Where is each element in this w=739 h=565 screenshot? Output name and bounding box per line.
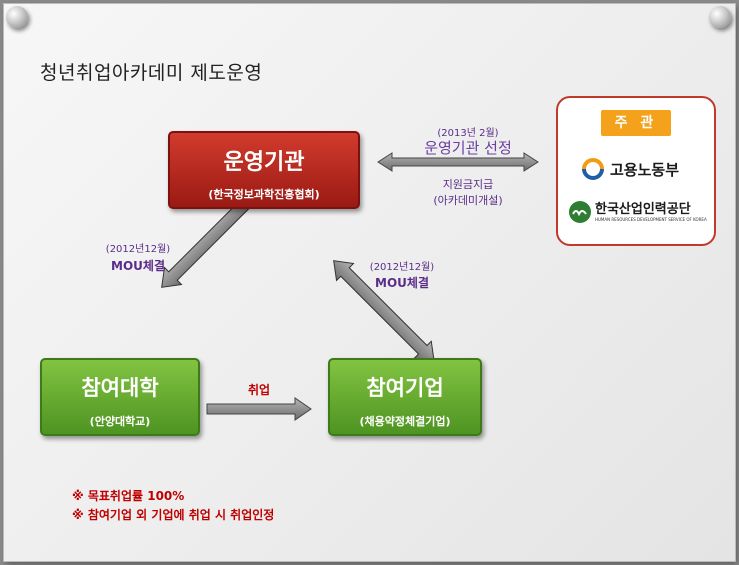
edge-top-label: 운영기관 선정 [424, 139, 512, 157]
university-org: (안양대학교) [89, 415, 151, 428]
edge-top-date: (2013년 2월) [437, 128, 499, 139]
edge-left-label: MOU체결 [111, 259, 165, 273]
double-arrow-operator-sponsor [377, 152, 539, 172]
note-line: ※ 목표취업률 100% [72, 489, 185, 503]
arrow-university-company [206, 397, 312, 421]
notes-block: ※ 목표취업률 100% ※ 참여기업 외 기업에 취업 시 취업인정 [72, 487, 274, 525]
note-line: ※ 참여기업 외 기업에 취업 시 취업인정 [72, 508, 275, 522]
pushpin-right-icon [709, 6, 731, 28]
double-arrow-operator-company [333, 260, 435, 362]
hrd-korea-subtitle: HUMAN RESOURCES DEVELOPMENT SERVICE OF K… [595, 217, 707, 222]
sponsor-panel: 주 관 고용노동부 한국산업인력공단 HUMAN RESOURCES DEVEL… [556, 96, 716, 246]
ministry-emblem-icon [582, 158, 604, 180]
edge-bottom-label: 취업 [247, 383, 271, 397]
hrd-korea-logo: 한국산업인력공단 HUMAN RESOURCES DEVELOPMENT SER… [568, 198, 708, 228]
page-title: 청년취업아카데미 제도운영 [40, 62, 263, 84]
edge-top-sub1: 지원금지급 [442, 178, 494, 191]
pushpin-left-icon [6, 6, 28, 28]
edge-top-sub2: (아카데미개설) [433, 194, 503, 207]
operator-box: 운영기관 (한국정보과학진흥협회) [168, 131, 360, 209]
university-name: 참여대학 [81, 376, 159, 400]
operator-name: 운영기관 [223, 150, 305, 175]
company-box: 참여기업 (채용약정체결기업) [328, 358, 482, 436]
university-box: 참여대학 (안양대학교) [40, 358, 200, 436]
hrd-korea-name: 한국산업인력공단 [595, 202, 691, 217]
sponsor-tag: 주 관 [601, 110, 671, 136]
edge-left-date: (2012년12월) [105, 244, 171, 255]
edge-right-label: MOU체결 [375, 276, 429, 290]
company-org: (채용약정체결기업) [359, 415, 451, 428]
edge-right-date: (2012년12월) [369, 262, 435, 273]
hrd-korea-emblem-icon [569, 201, 591, 223]
operator-org: (한국정보과학진흥협회) [208, 188, 320, 201]
ministry-name: 고용노동부 [610, 161, 680, 179]
company-name: 참여기업 [366, 376, 444, 400]
ministry-logo: 고용노동부 [580, 156, 700, 182]
